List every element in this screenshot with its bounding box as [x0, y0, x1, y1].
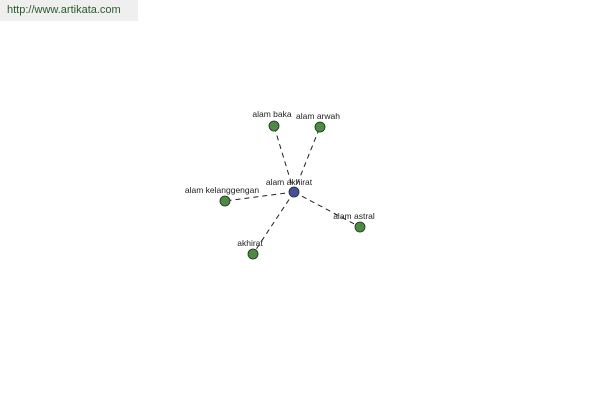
- node-label-akhirat[interactable]: akhirat: [237, 238, 263, 248]
- center-node[interactable]: [288, 186, 300, 198]
- node-label-alam-kelanggengan[interactable]: alam kelanggengan: [185, 185, 259, 195]
- node-akhirat[interactable]: [247, 248, 259, 260]
- center-node-label[interactable]: alam akhirat: [266, 177, 313, 187]
- edge-alam-baka: [273, 125, 295, 193]
- graph-labels: alam akhirat alam baka alam arwah alam kela…: [185, 109, 375, 248]
- node-alam-baka[interactable]: [268, 120, 280, 132]
- source-url-link[interactable]: http://www.artikata.com: [0, 0, 138, 21]
- graph-nodes: [219, 120, 366, 260]
- node-label-alam-baka[interactable]: alam baka: [252, 109, 291, 119]
- node-alam-kelanggengan[interactable]: [219, 195, 231, 207]
- graph-edges: [224, 125, 361, 255]
- node-label-alam-arwah[interactable]: alam arwah: [296, 111, 340, 121]
- node-label-alam-astral[interactable]: alam astral: [333, 211, 375, 221]
- edge-alam-astral: [293, 191, 361, 228]
- edge-alam-arwah: [293, 126, 321, 193]
- node-alam-arwah[interactable]: [314, 121, 326, 133]
- edge-alam-kelanggengan: [224, 191, 295, 202]
- node-alam-astral[interactable]: [354, 221, 366, 233]
- edge-akhirat: [252, 191, 295, 255]
